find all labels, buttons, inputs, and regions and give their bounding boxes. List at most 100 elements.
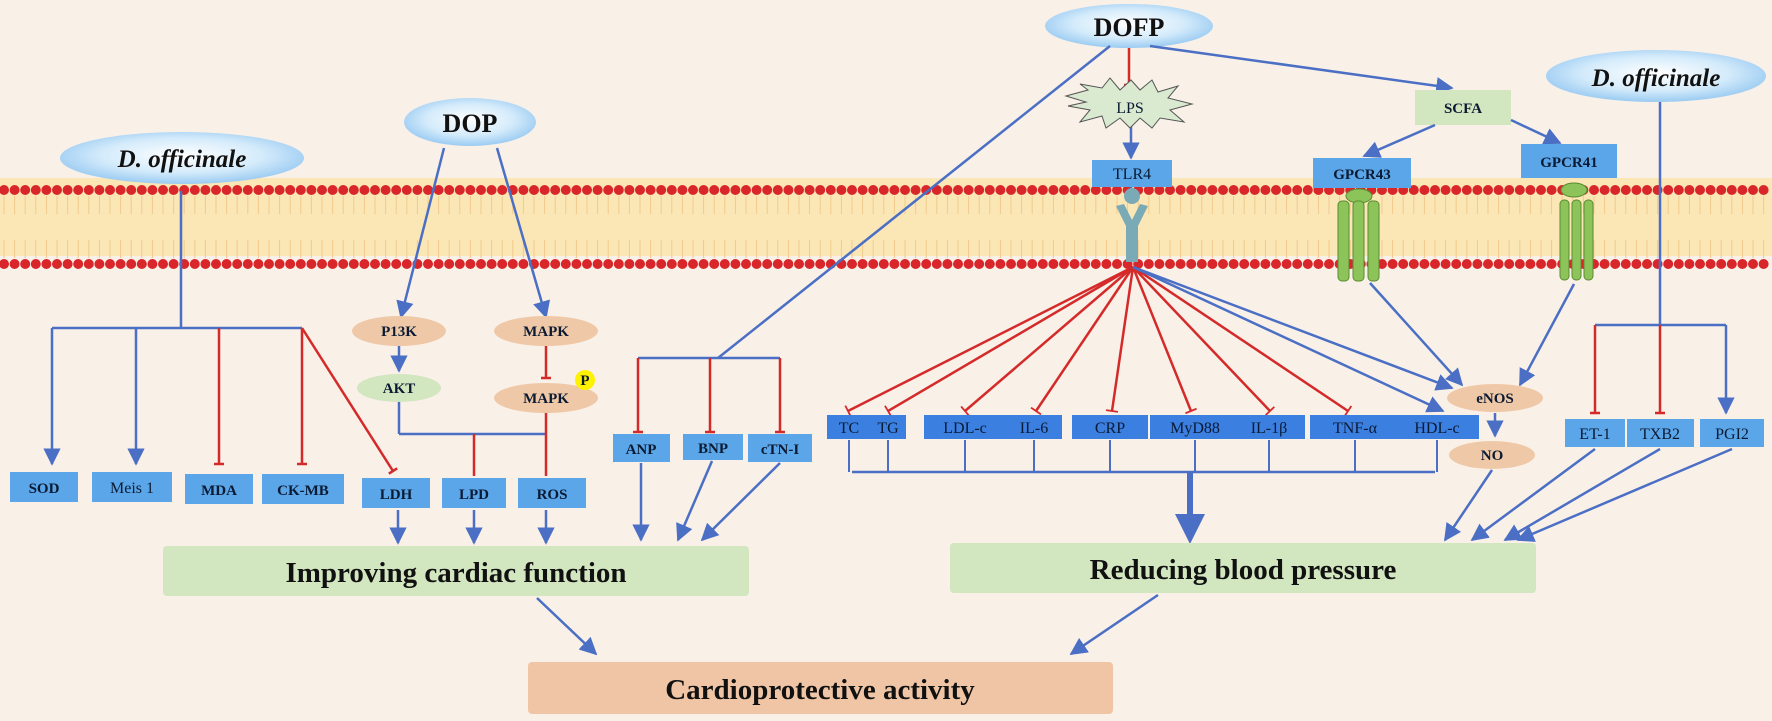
- box-gpcr41: GPCR41: [1521, 144, 1617, 178]
- membrane-lipid-head: [1504, 185, 1515, 195]
- membrane-lipid-head: [83, 185, 94, 195]
- markers-to-cardiac-arrows: [389, 510, 555, 545]
- membrane-lipid-head: [253, 185, 264, 195]
- membrane-lipid-head: [1186, 259, 1197, 269]
- membrane-lipid-head: [857, 259, 868, 269]
- membrane-lipid-head: [1631, 259, 1642, 269]
- membrane-lipid-head: [1461, 259, 1472, 269]
- membrane-lipid-head: [274, 259, 285, 269]
- membrane-lipid-head: [1090, 259, 1101, 269]
- box-hdl-c: HDL-c: [1395, 415, 1479, 472]
- membrane-lipid-head: [921, 259, 932, 269]
- membrane-lipid-head: [1546, 185, 1557, 195]
- membrane-lipid-head: [9, 259, 20, 269]
- membrane-lipid-head: [1387, 259, 1398, 269]
- membrane-lipid-head: [645, 185, 656, 195]
- box-tg: TG: [870, 415, 906, 472]
- membrane-lipid-head: [285, 185, 296, 195]
- membrane-lipid-head: [1419, 259, 1430, 269]
- membrane-lipid-head: [401, 259, 412, 269]
- source-label-dofp: DOFP: [1094, 13, 1165, 42]
- box-txb2: TXB2: [1627, 419, 1694, 447]
- membrane-lipid-head: [1610, 185, 1621, 195]
- membrane-lipid-head: [1525, 185, 1536, 195]
- membrane-lipid-head: [465, 259, 476, 269]
- membrane-lipid-head: [603, 259, 614, 269]
- membrane-lipid-head: [126, 185, 137, 195]
- membrane-lipid-head: [73, 259, 84, 269]
- membrane-lipid-head: [1620, 185, 1631, 195]
- label-no: NO: [1481, 448, 1504, 464]
- membrane-lipid-head: [41, 259, 52, 269]
- oval-akt: AKT: [357, 374, 441, 402]
- membrane-lipid-head: [1642, 185, 1652, 195]
- membrane-lipid-head: [560, 185, 571, 195]
- membrane-lipid-head: [433, 185, 444, 195]
- membrane-lipid-head: [168, 185, 179, 195]
- membrane-lipid-head: [592, 259, 603, 269]
- label-cardiac: Improving cardiac function: [285, 557, 626, 589]
- box-ldh: LDH: [362, 478, 430, 508]
- membrane-lipid-head: [931, 185, 942, 195]
- membrane-lipid-head: [1758, 185, 1769, 195]
- membrane-lipid-head: [1705, 185, 1716, 195]
- membrane-lipid-head: [741, 185, 751, 195]
- membrane-bottom-layer: [0, 240, 1769, 269]
- membrane-lipid-head: [507, 259, 518, 269]
- peptides-to-cardiac-arrows: [632, 460, 781, 542]
- membrane-lipid-head: [762, 185, 773, 195]
- source-label-dop: DOP: [443, 109, 498, 138]
- membrane-lipid-head: [1673, 259, 1684, 269]
- membrane-lipid-head: [338, 259, 349, 269]
- membrane-lipid-head: [730, 259, 741, 269]
- label-il-1b: IL-1β: [1251, 420, 1288, 437]
- membrane-lipid-head: [412, 185, 423, 195]
- membrane-lipid-head: [1027, 185, 1038, 195]
- label-ros: ROS: [537, 487, 568, 503]
- label-cardioprotective: Cardioprotective activity: [665, 674, 975, 706]
- box-scfa: SCFA: [1415, 90, 1511, 125]
- source-oval-dop: [404, 98, 536, 146]
- membrane-lipid-head: [1249, 259, 1260, 269]
- membrane-lipid-head: [1408, 185, 1419, 195]
- membrane-lipid-head: [953, 259, 963, 269]
- label-bnp: BNP: [698, 441, 728, 457]
- membrane-lipid-head: [1186, 185, 1197, 195]
- membrane-lipid-head: [115, 259, 126, 269]
- membrane-lipid-head: [30, 259, 41, 269]
- membrane-lipid-head: [539, 259, 550, 269]
- membrane-lipid-head: [189, 185, 200, 195]
- membrane-lipid-head: [52, 185, 62, 195]
- label-ldh: LDH: [380, 487, 413, 503]
- membrane-lipid-head: [62, 185, 73, 195]
- membrane-lipid-head: [327, 185, 338, 195]
- membrane-lipid-head: [317, 185, 327, 195]
- membrane-lipid-head: [963, 185, 974, 195]
- membrane-lipid-head: [1196, 185, 1207, 195]
- membrane-lipid-head: [454, 185, 465, 195]
- membrane-lipid-head: [348, 185, 359, 195]
- label-pi3k: P13K: [381, 324, 417, 340]
- box-il-6: IL-6: [1006, 415, 1062, 472]
- membrane-lipid-head: [221, 185, 232, 195]
- membrane-lipid-head: [94, 259, 105, 269]
- membrane-lipid-head: [20, 185, 31, 195]
- membrane-lipid-head: [1048, 185, 1059, 195]
- box-gpcr43: GPCR43: [1313, 158, 1411, 188]
- membrane-lipid-head: [242, 185, 253, 195]
- source-oval-d-officinale-right: [1546, 50, 1766, 102]
- box-bg-crp: [1072, 415, 1148, 439]
- membrane-lipid-head: [1610, 259, 1621, 269]
- membrane-lipid-head: [1642, 259, 1652, 269]
- membrane-lipid-head: [518, 259, 529, 269]
- membrane-lipid-head: [1536, 185, 1546, 195]
- membrane-lipid-head: [645, 259, 656, 269]
- membrane-lipid-head: [825, 185, 836, 195]
- membrane-lipid-head: [857, 185, 868, 195]
- membrane-lipid-head: [1143, 259, 1154, 269]
- membrane-lipid-head: [1112, 185, 1122, 195]
- membrane-lipid-head: [1589, 185, 1599, 195]
- membrane-lipid-head: [1302, 185, 1313, 195]
- membrane-lipid-head: [624, 259, 635, 269]
